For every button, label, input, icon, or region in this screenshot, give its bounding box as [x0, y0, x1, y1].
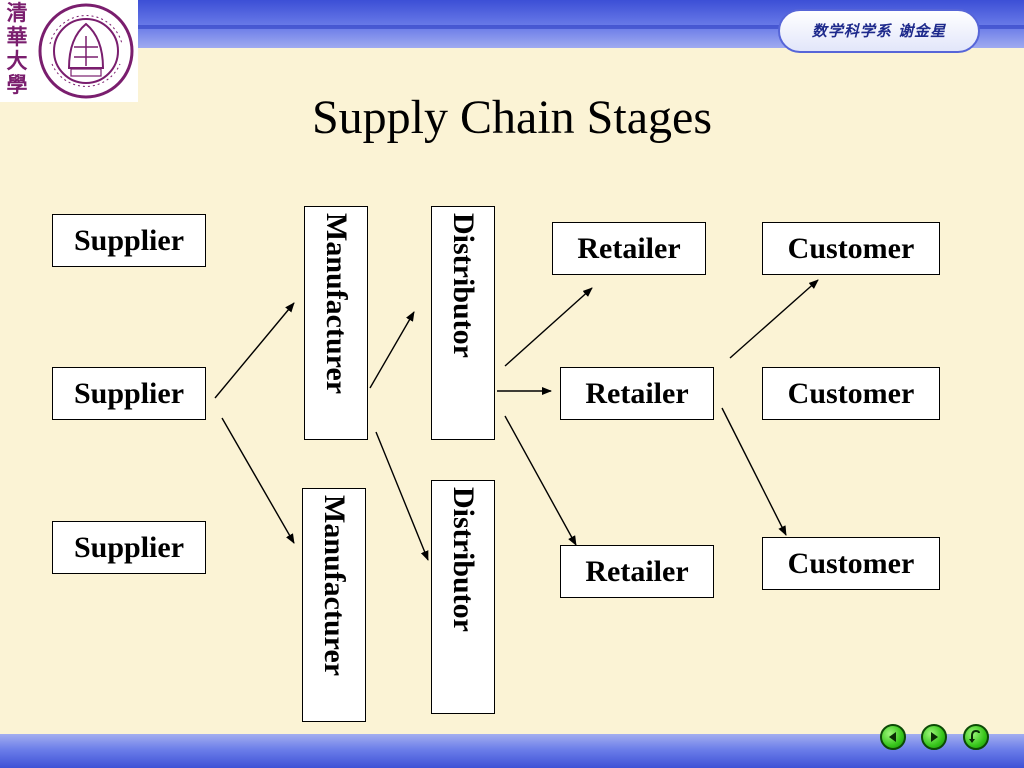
bottom-bar	[0, 734, 1024, 768]
supplier-box: Supplier	[52, 521, 206, 574]
department-label: 数学科学系 谢金星	[811, 22, 947, 40]
distributor-label: Distributor	[447, 487, 480, 632]
customer-box: Customer	[762, 222, 940, 275]
arrow-distributor-to-retailer-3	[504, 415, 577, 546]
retailer-box: Retailer	[552, 222, 706, 275]
supplier-box: Supplier	[52, 214, 206, 267]
logo-char: 學	[6, 72, 28, 97]
logo-char: 清	[6, 0, 28, 25]
arrow-supplier-to-manufacturer-2	[221, 417, 295, 544]
prev-slide-button[interactable]	[880, 724, 906, 750]
retailer-box: Retailer	[560, 367, 714, 420]
manufacturer-box: Manufacturer	[302, 488, 366, 722]
top-bar-stripe	[0, 25, 1024, 29]
university-logo: 清 華 大 學	[0, 0, 138, 102]
slide-title: Supply Chain Stages	[311, 91, 712, 144]
return-button[interactable]	[963, 724, 989, 750]
distributor-box: Distributor	[431, 480, 495, 714]
arrow-retailer-to-customer-2	[721, 407, 787, 536]
manufacturer-label: Manufacturer	[320, 213, 353, 395]
logo-char: 華	[6, 24, 28, 49]
triangle-right-icon	[931, 732, 938, 742]
customer-box: Customer	[762, 367, 940, 420]
manufacturer-box: Manufacturer	[304, 206, 368, 440]
arrow-distributor-to-retailer-1	[504, 287, 593, 367]
supplier-box: Supplier	[52, 367, 206, 420]
customer-box: Customer	[762, 537, 940, 590]
arrow-manufacturer-to-distributor-2	[375, 431, 429, 561]
triangle-left-icon	[889, 732, 896, 742]
logo-char: 大	[6, 48, 28, 73]
return-arrow-icon	[969, 730, 980, 743]
manufacturer-label: Manufacturer	[318, 495, 351, 677]
distributor-box: Distributor	[431, 206, 495, 440]
next-slide-button[interactable]	[921, 724, 947, 750]
arrow-manufacturer-to-distributor-1	[369, 311, 415, 389]
university-seal-icon	[38, 3, 134, 99]
arrow-supplier-to-manufacturer-1	[214, 302, 295, 399]
distributor-label: Distributor	[447, 213, 480, 358]
arrow-retailer-to-customer-1	[729, 279, 819, 359]
retailer-box: Retailer	[560, 545, 714, 598]
department-tab: 数学科学系 谢金星	[778, 9, 980, 53]
